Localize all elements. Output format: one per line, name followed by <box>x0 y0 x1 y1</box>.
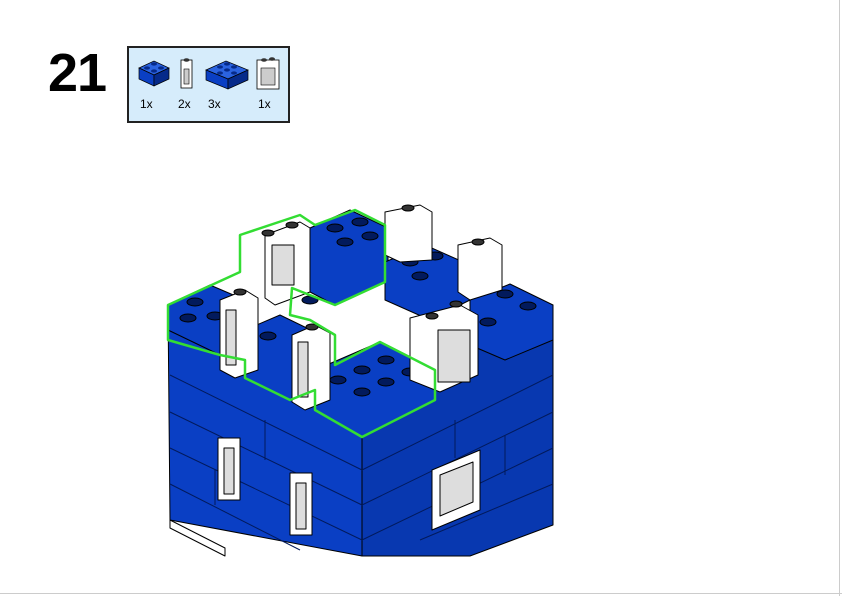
part-qty: 1x <box>258 97 271 111</box>
part-qty: 1x <box>140 97 153 111</box>
base-plate <box>169 519 226 557</box>
new-parts-highlight-outline <box>166 208 437 439</box>
page-edge-right <box>839 0 840 596</box>
brick-2x3-blue-icon <box>205 60 249 90</box>
parts-list-callout: 1x 2x 3x 1x <box>127 46 290 123</box>
window-frame <box>457 237 503 301</box>
page-edge-bottom <box>0 593 842 594</box>
part-qty: 3x <box>208 97 221 111</box>
step-number: 21 <box>48 43 107 103</box>
window-frame-1x1x2-white-icon <box>180 58 193 89</box>
brick-2x2-blue-icon <box>138 60 170 87</box>
window-frame-1x2x2-white-icon <box>256 57 280 90</box>
part-qty: 2x <box>178 97 191 111</box>
window-frame <box>384 204 433 263</box>
top-brick-back <box>309 209 389 306</box>
